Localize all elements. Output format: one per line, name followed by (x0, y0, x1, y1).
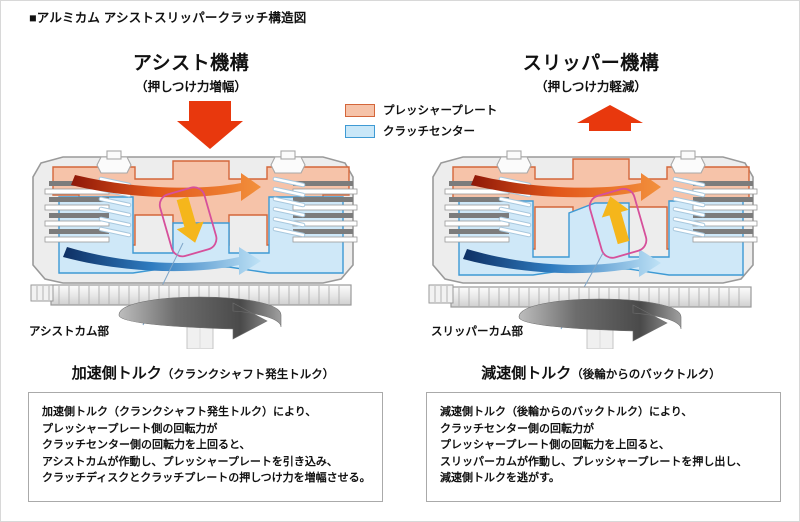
clutch-diagram-assist (23, 149, 379, 354)
page-title: ■アルミカム アシストスリッパークラッチ構造図 (29, 11, 307, 25)
callout-slipper-cam: スリッパーカム部 (431, 323, 523, 339)
callout-slipper-cam-label: スリッパーカム部 (431, 326, 523, 338)
description-line: 減速側トルクを逃がす。 (440, 472, 560, 484)
rotation-arrow-icon (118, 296, 282, 340)
torque-caption-decel: 減速側トルク（後輪からのバックトルク） (411, 362, 791, 383)
description-line: アシストカムが作動し、プレッシャープレートを引き込み、 (42, 455, 338, 468)
torque-heading-decel: 減速側トルク (481, 365, 572, 382)
section-subtitle-assist: （押しつけ力増幅） (135, 79, 247, 94)
description-line: クラッチセンター側の回転力が (440, 422, 594, 435)
section-subtitle-slipper: （押しつけ力軽減） (535, 79, 647, 94)
cam-highlight (588, 187, 648, 259)
description-line: クラッチセンター側の回転力を上回ると、 (42, 439, 251, 451)
callout-assist-cam-label: アシストカム部 (29, 326, 110, 338)
clutch-diagram-slipper (423, 149, 779, 354)
legend-label: クラッチセンター (383, 126, 475, 138)
description-box-slipper: 減速側トルク（後輪からのバックトルク）により、 クラッチセンター側の回転力が プ… (426, 392, 781, 502)
legend: プレッシャープレート クラッチセンター (345, 102, 497, 139)
legend-item: クラッチセンター (345, 123, 497, 139)
rotation-arrow-icon (518, 298, 682, 342)
description-line: プレッシャープレート側の回転力が (42, 422, 218, 435)
legend-item: プレッシャープレート (345, 102, 497, 118)
description-line: 加速側トルク（クランクシャフト発生トルク）により、 (42, 406, 317, 418)
torque-caption-accel: 加速側トルク（クランクシャフト発生トルク） (13, 362, 393, 383)
description-line: スリッパーカムが作動し、プレッシャープレートを押し出し、 (440, 455, 748, 468)
section-title-assist: アシスト機構 (132, 53, 250, 74)
pressure-plate-torque-arrow (471, 173, 661, 201)
pressure-plate-swatch (345, 103, 375, 117)
clutch-center-torque-arrow (63, 247, 261, 275)
arrow-up-icon (577, 105, 643, 136)
legend-label: プレッシャープレート (383, 105, 498, 117)
pressure-plate-torque-arrow (71, 173, 261, 201)
clutch-basket-ring (428, 284, 752, 308)
clutch-spring (270, 150, 306, 238)
description-line: プレッシャープレート側の回転力を上回ると、 (440, 439, 670, 451)
section-header-assist: アシスト機構 （押しつけ力増幅） (41, 53, 341, 94)
clutch-spring (670, 150, 706, 238)
torque-heading-paren-accel: （クランクシャフト発生トルク） (161, 369, 335, 381)
description-box-assist: 加速側トルク（クランクシャフト発生トルク）により、 プレッシャープレート側の回転… (28, 392, 383, 502)
description-line: 減速側トルク（後輪からのバックトルク）により、 (440, 406, 693, 418)
arrow-down-icon (177, 101, 243, 154)
section-header-slipper: スリッパー機構 （押しつけ力軽減） (441, 53, 741, 94)
clutch-center-swatch (345, 124, 375, 138)
description-line: クラッチディスクとクラッチプレートの押しつけ力を増幅させる。 (42, 472, 371, 484)
section-title-slipper: スリッパー機構 (522, 53, 660, 74)
torque-heading-paren-decel: （後輪からのバックトルク） (571, 369, 721, 381)
cam-arrow-up-icon (601, 196, 630, 245)
clutch-basket-ring (30, 284, 352, 306)
cam-arrow-down-icon (176, 196, 204, 243)
callout-assist-cam: アシストカム部 (29, 323, 109, 339)
clutch-center-torque-arrow (463, 249, 661, 277)
cam-highlight (158, 186, 218, 258)
torque-heading-accel: 加速側トルク (71, 365, 162, 382)
